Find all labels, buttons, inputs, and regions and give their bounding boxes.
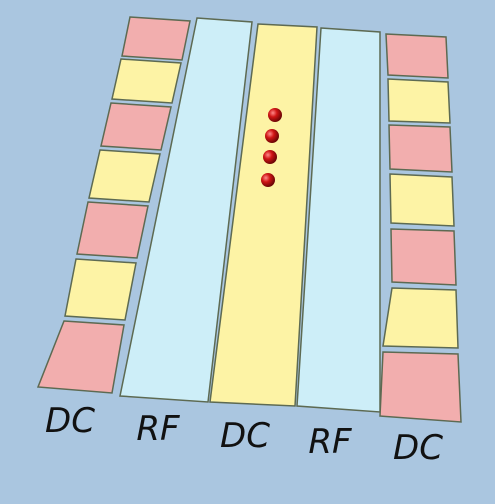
right-segment-5 bbox=[390, 228, 457, 286]
right-segment-7 bbox=[379, 351, 462, 423]
ion bbox=[268, 108, 282, 122]
right-segment-1 bbox=[385, 33, 449, 79]
label-rf-right: RF bbox=[308, 422, 352, 462]
label-dc-left: DC bbox=[45, 401, 95, 441]
left-segment-6 bbox=[64, 258, 137, 321]
right-segment-6 bbox=[382, 287, 459, 349]
ion bbox=[263, 150, 277, 164]
left-segment-1 bbox=[121, 16, 191, 61]
right-segment-2 bbox=[387, 78, 451, 124]
left-segment-4 bbox=[88, 149, 161, 203]
label-rf-left: RF bbox=[136, 409, 180, 449]
ion bbox=[261, 173, 275, 187]
right-segment-4 bbox=[389, 173, 455, 227]
rf-electrode-left bbox=[119, 17, 253, 403]
label-dc-right: DC bbox=[393, 428, 443, 468]
left-dc-segment-column bbox=[36, 16, 191, 394]
dc-electrode-center bbox=[209, 23, 318, 407]
right-segment-3 bbox=[388, 124, 453, 173]
ion bbox=[265, 129, 279, 143]
left-segment-3 bbox=[100, 102, 172, 151]
left-segment-7 bbox=[36, 320, 125, 394]
trapped-ion-chain bbox=[261, 108, 282, 187]
left-segment-5 bbox=[76, 201, 149, 259]
left-segment-2 bbox=[111, 58, 182, 104]
label-dc-center: DC bbox=[220, 416, 270, 456]
right-dc-segment-column bbox=[379, 33, 462, 423]
